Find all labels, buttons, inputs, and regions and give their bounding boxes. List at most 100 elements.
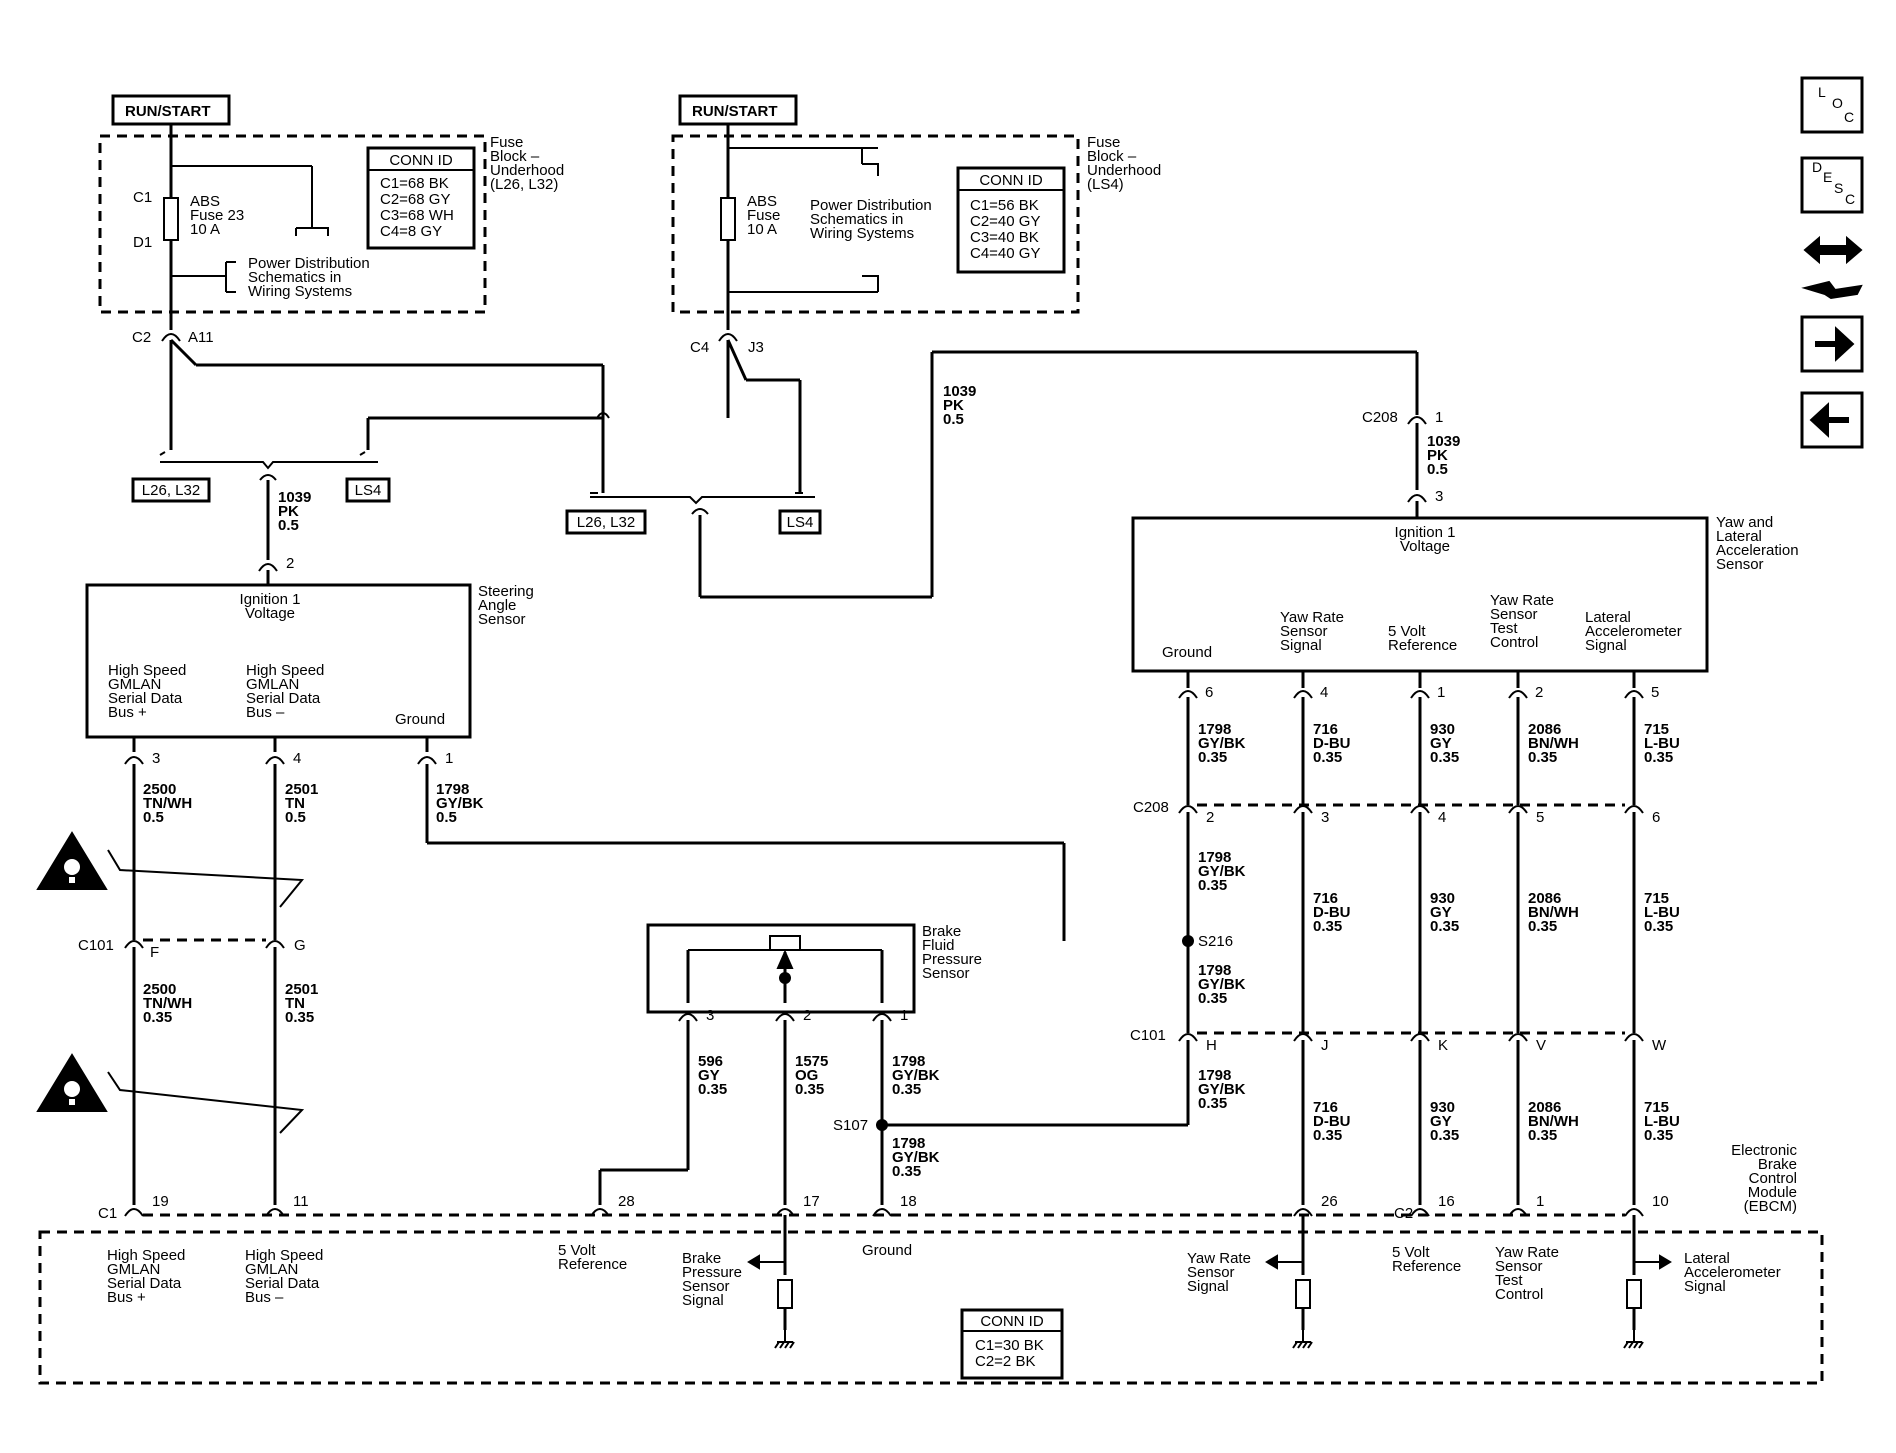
arrow-icon [1659, 1254, 1672, 1270]
option-ls4-1: LS4 [355, 482, 382, 499]
ground-icon [1628, 1341, 1634, 1349]
connector-ebcm-pin [1293, 1208, 1313, 1217]
yaw-pin-label: Accelerometer [1585, 623, 1682, 640]
conn-id-title-3: CONN ID [980, 1313, 1044, 1330]
yaw-pin-label: Yaw Rate [1490, 592, 1554, 609]
fuse-1-label: 10 A [190, 221, 220, 238]
connector-label-c208-top: C208 [1362, 409, 1398, 426]
conn-id-row-2: C1=56 BK [970, 197, 1039, 214]
ground-icon [1307, 1341, 1313, 1349]
wire-596-label: 596 [698, 1053, 723, 1070]
wire-col-bot-label: L-BU [1644, 1113, 1680, 1130]
wire-col-top-label: BN/WH [1528, 735, 1579, 752]
sas-pin-label-ground: Ground [395, 711, 445, 728]
connector-label-j3: J3 [748, 339, 764, 356]
conn-id-box-2 [956, 166, 1066, 274]
conn-id-row-3: C1=30 BK [975, 1337, 1044, 1354]
fuse-block-1-outline [98, 134, 487, 314]
power-dist-icon-1b [225, 261, 236, 293]
splice-s216 [1182, 935, 1194, 947]
yaw-pin-label: Ground [1162, 644, 1212, 661]
wire-col-mid-label: 0.35 [1528, 918, 1557, 935]
connector-yaw-pin [1178, 690, 1198, 699]
yaw-pin-label: Sensor [1490, 606, 1538, 623]
connector-c101-col [1178, 1033, 1198, 1042]
connector-label-c4: C4 [690, 339, 709, 356]
connector-label-c101-left: C101 [78, 937, 114, 954]
ebcm-pin-label: Sensor [1495, 1258, 1543, 1275]
option-l26-2: L26, L32 [577, 514, 635, 531]
ebcm-pin-label: Signal [682, 1292, 724, 1309]
wire-1039-label-b: 1039 [943, 383, 976, 400]
c101-pin-number: V [1536, 1037, 1546, 1054]
conn-id-box-3 [960, 1308, 1064, 1380]
ground-icon [1623, 1341, 1629, 1349]
ebcm-pin-number: 18 [900, 1193, 917, 1210]
wire-2500-label-b: TN/WH [143, 995, 192, 1012]
fuse-block-2-label: Fuse [1087, 134, 1120, 151]
splice-dot [779, 972, 791, 984]
resistor-icon [1295, 1279, 1311, 1309]
conn-id-row-2: C2=40 GY [970, 213, 1040, 230]
connector-yaw-pin [1508, 690, 1528, 699]
wire-col-bot-label: 716 [1313, 1099, 1338, 1116]
wire-1798-label-a: GY/BK [436, 795, 484, 812]
connector-yaw-pin [1410, 690, 1430, 699]
brake-sensor-element [769, 935, 801, 951]
c208-pin-number: 6 [1652, 809, 1660, 826]
ebcm-pin-label: Signal [1187, 1278, 1229, 1295]
yaw-sensor-name: Lateral [1716, 528, 1762, 545]
sas-pin-label-bus-plus: Bus + [108, 704, 147, 721]
connector-pin-f: F [150, 944, 159, 961]
wrench-icon [1801, 280, 1863, 300]
ebcm-pin-label: Yaw Rate [1187, 1250, 1251, 1267]
connector-swap-icon [1803, 235, 1863, 265]
wire-596-label: GY [698, 1067, 720, 1084]
wire-s216-label: GY/BK [1198, 976, 1246, 993]
conn-id-row-2: C3=40 BK [970, 229, 1039, 246]
connector-sas-pin [124, 756, 144, 765]
wire-col-top-label: 0.35 [1528, 749, 1557, 766]
wire-1039-label-a: 0.5 [278, 517, 299, 534]
ebcm-pin-label: Control [1495, 1286, 1543, 1303]
wire-col-bot-label: 1798 [1198, 1067, 1231, 1084]
c101-pin-number: J [1321, 1037, 1329, 1054]
yaw-ign-label: Ignition 1 [1395, 524, 1456, 541]
connector-c101-col [1624, 1033, 1644, 1042]
sas-pin-label-bus-minus: High Speed [246, 662, 324, 679]
ground-icon [1292, 1341, 1298, 1349]
yaw-pin-number: 4 [1320, 684, 1328, 701]
wire-1798-label-bf2: GY/BK [892, 1149, 940, 1166]
wire-col-mid-label: 930 [1430, 890, 1455, 907]
run-start-label-1: RUN/START [125, 103, 211, 120]
conn-id-row-1: C1=68 BK [380, 175, 449, 192]
run-start-box-2 [678, 94, 798, 126]
wire-1039-label-b: PK [943, 397, 964, 414]
ebcm-pin-label: 5 Volt [1392, 1244, 1430, 1261]
yaw-ign-label: Voltage [1400, 538, 1450, 555]
ebcm-pin-label: Serial Data [245, 1275, 320, 1292]
ebcm-pin-label: High Speed [107, 1247, 185, 1264]
ground-icon [789, 1341, 795, 1349]
yaw-pin-label: Control [1490, 634, 1538, 651]
wire-col-top-label: 0.35 [1313, 749, 1342, 766]
c101-pin-number: W [1652, 1037, 1667, 1054]
yaw-sensor-name: Acceleration [1716, 542, 1799, 559]
wire-col-mid-label: 1798 [1198, 849, 1231, 866]
sas-pin-label-bus-plus: GMLAN [108, 676, 161, 693]
loc-icon: O [1832, 95, 1843, 111]
loc-button[interactable] [1800, 76, 1864, 134]
brake-fluid-sensor-name: Brake [922, 923, 961, 940]
sas-pin-number: 4 [293, 750, 301, 767]
wire-2500-label-b: 0.35 [143, 1009, 172, 1026]
abs-fuse-2 [720, 197, 736, 241]
option-bracket-2 [590, 496, 815, 505]
ground-icon [779, 1341, 785, 1349]
wire-col-bot-label: 715 [1644, 1099, 1669, 1116]
connector-ebcm-pin [124, 1208, 144, 1217]
c101-pin-number: H [1206, 1037, 1217, 1054]
connector-c4-j3 [718, 333, 738, 342]
fuse-2-label: Fuse [747, 207, 780, 224]
connector-pin-c208-1: 1 [1435, 409, 1443, 426]
desc-button[interactable] [1800, 156, 1864, 214]
